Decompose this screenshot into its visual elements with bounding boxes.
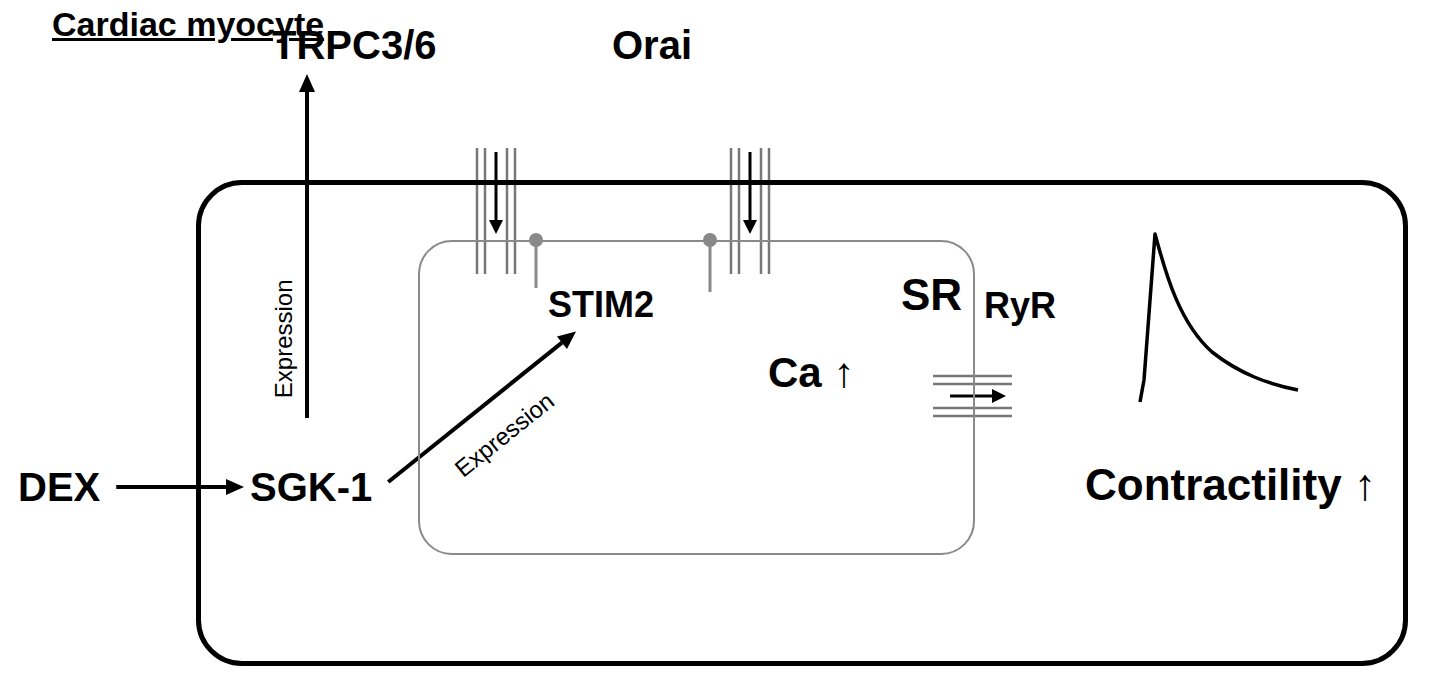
flux-arrowhead — [489, 220, 503, 234]
drug-label: DEX — [18, 464, 100, 510]
channel-label: RyR — [984, 285, 1056, 326]
flux-arrow — [950, 395, 994, 398]
channel-wall — [514, 148, 517, 274]
protein-label: STIM2 — [548, 284, 654, 325]
channel-label: TRPC3/6 — [272, 22, 437, 68]
flux-arrowhead — [743, 220, 757, 234]
arrow-shaft — [388, 343, 562, 482]
sr-label: SR — [901, 270, 962, 321]
effect-label: Contractility ↑ — [1085, 460, 1376, 511]
calcium-transient-trace — [1140, 234, 1298, 402]
expression-arrow — [299, 74, 315, 418]
arrow-shaft — [305, 92, 309, 418]
channel-wall — [933, 375, 1012, 378]
flux-arrow — [749, 152, 752, 222]
calcium-label: Ca ↑ — [768, 349, 854, 397]
sr-outline: SR STIM2 — [418, 240, 975, 555]
orai-channel — [731, 148, 769, 274]
channel-wall — [768, 148, 771, 274]
edge-label: Expression — [269, 279, 297, 398]
channel-label: TRPC3/6 — [272, 22, 437, 68]
kinase-label: SGK-1 — [250, 464, 372, 510]
protein-label: STIM2 — [548, 284, 654, 325]
channel-wall — [730, 148, 733, 274]
expression-arrow — [116, 479, 244, 495]
channel-wall — [933, 383, 1012, 386]
arrow-shaft — [116, 485, 226, 489]
stim-stem — [709, 240, 712, 292]
edge-label: Expression — [450, 387, 560, 483]
arrowhead — [226, 479, 244, 495]
channel-wall — [506, 148, 509, 274]
channel-wall — [933, 407, 1012, 410]
trpc-channel — [477, 148, 515, 274]
channel-wall — [484, 148, 487, 274]
ryr-channel — [933, 376, 1012, 416]
channel-wall — [933, 415, 1012, 418]
channel-wall — [738, 148, 741, 274]
stim-stem — [535, 240, 538, 288]
arrowhead — [557, 331, 576, 349]
channel-wall — [476, 148, 479, 274]
channel-label: Orai — [612, 22, 692, 68]
cell-outline: Cardiac myocyteSRSTIM2SGK-1 — [196, 180, 1408, 666]
drug-label: DEX — [18, 464, 100, 510]
expression-arrow — [388, 331, 576, 482]
flux-arrow — [495, 152, 498, 222]
channel-wall — [760, 148, 763, 274]
arrowhead — [299, 74, 315, 92]
kinase-label: SGK-1 — [250, 418, 372, 510]
flux-arrowhead — [992, 389, 1006, 403]
